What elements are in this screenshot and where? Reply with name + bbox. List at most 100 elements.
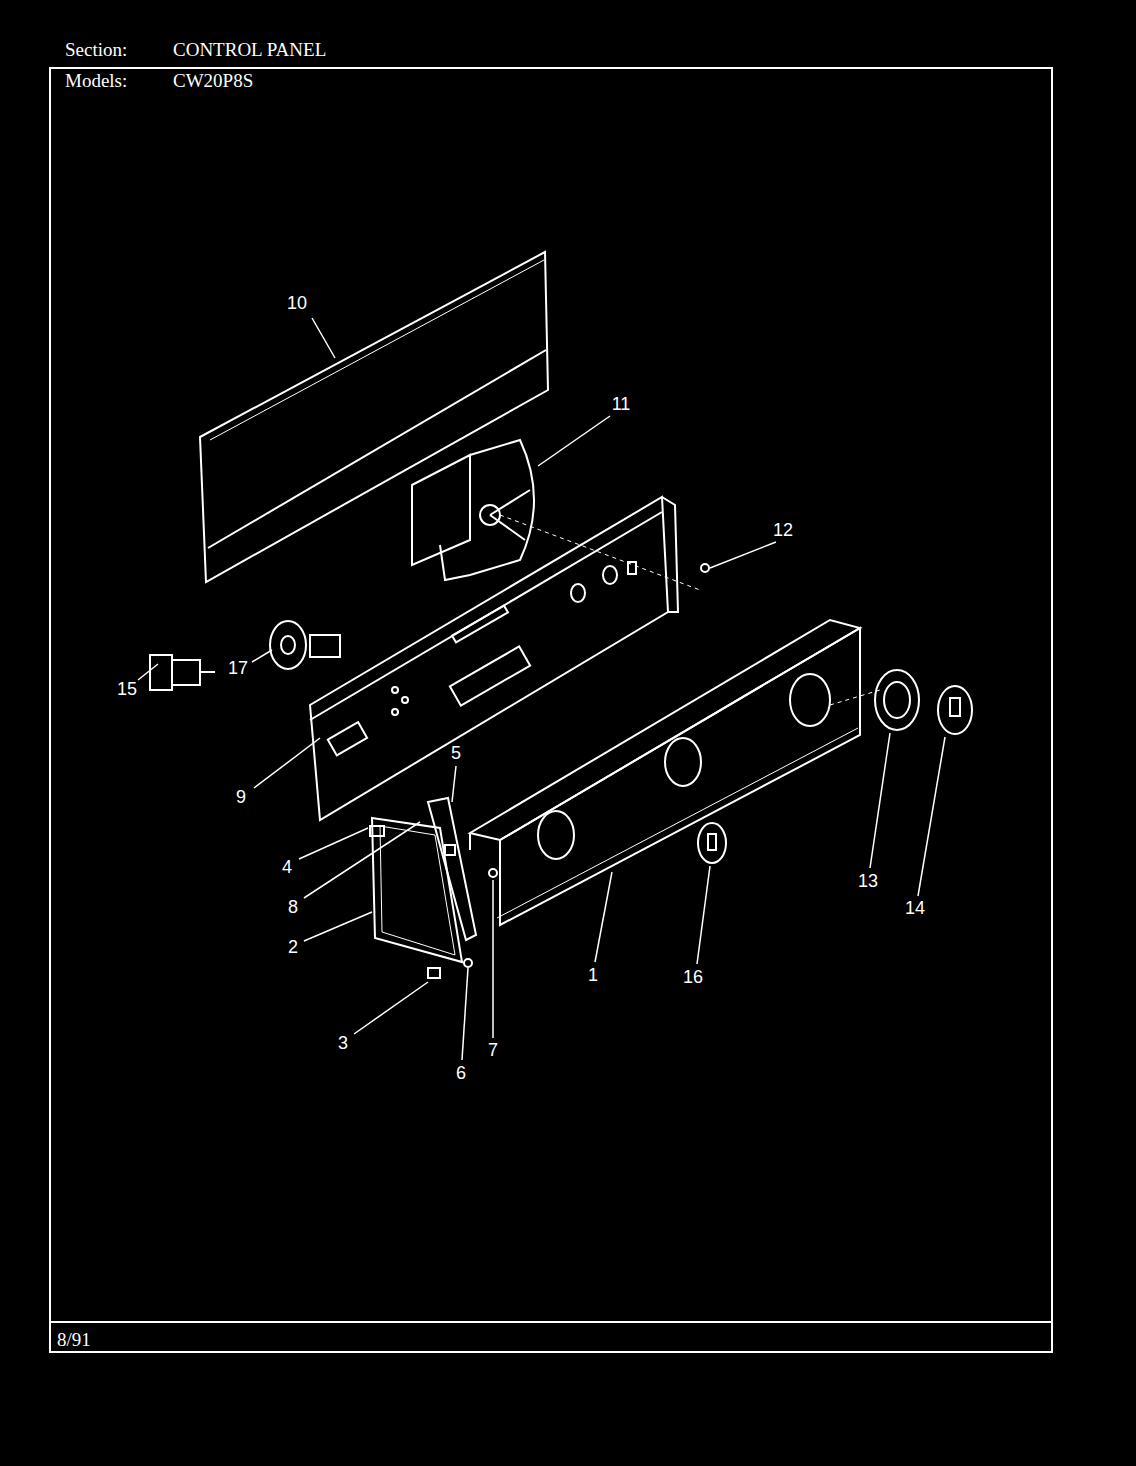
callout-number: 12 — [773, 521, 793, 539]
timer — [490, 490, 530, 515]
leader-lines — [918, 737, 945, 896]
switch — [172, 660, 200, 685]
leader-lines — [462, 968, 468, 1060]
header-text: CONTROL PANEL — [173, 40, 326, 59]
rear-panel — [200, 252, 548, 582]
leader-lines — [312, 318, 335, 358]
control-bracket — [603, 566, 617, 584]
control-bracket — [392, 687, 398, 693]
callout-number: 1 — [588, 966, 598, 984]
callout-number: 10 — [287, 294, 307, 312]
knob — [950, 698, 960, 716]
control-bracket — [392, 709, 398, 715]
leader-lines — [138, 318, 945, 1060]
console — [830, 690, 880, 705]
console — [500, 628, 860, 925]
window-strip — [428, 798, 476, 940]
callout-number: 13 — [858, 872, 878, 890]
leader-lines — [697, 866, 710, 964]
small-knob — [698, 823, 726, 863]
control-bracket — [310, 497, 678, 820]
callout-number: 15 — [117, 680, 137, 698]
leader-lines — [538, 416, 610, 466]
rear-panel — [210, 260, 544, 440]
callout-number: 14 — [905, 899, 925, 917]
header-text: 8/91 — [57, 1330, 91, 1349]
small-knob — [708, 834, 716, 850]
knob — [938, 686, 972, 734]
callout-number: 17 — [228, 659, 248, 677]
header-text: Models: — [65, 71, 127, 90]
rear-panel — [200, 252, 548, 582]
leader-lines — [304, 822, 420, 898]
leader-lines — [710, 542, 776, 568]
window-frame — [372, 818, 462, 962]
leader-lines — [138, 664, 158, 680]
window-frame — [372, 818, 462, 962]
small-parts — [428, 968, 440, 978]
console — [470, 620, 860, 840]
small-parts — [370, 564, 709, 978]
switch — [150, 655, 172, 690]
selector-switch — [270, 621, 340, 669]
callout-number: 2 — [288, 938, 298, 956]
knob-dial — [875, 670, 919, 730]
callout-number: 5 — [451, 744, 461, 762]
switch — [200, 671, 215, 673]
control-bracket — [662, 497, 678, 612]
control-bracket — [402, 697, 408, 703]
header-text: CW20P8S — [173, 71, 253, 90]
callout-number: 4 — [282, 858, 292, 876]
console — [469, 833, 471, 850]
switch — [150, 655, 215, 690]
control-bracket — [310, 512, 662, 720]
small-knob — [698, 823, 726, 863]
control-bracket — [452, 606, 508, 643]
console — [497, 728, 858, 918]
callout-number: 3 — [338, 1034, 348, 1052]
small-parts — [370, 826, 384, 836]
timer — [500, 515, 700, 590]
sheet-frame — [50, 1321, 1052, 1323]
console — [665, 738, 701, 786]
leader-lines — [354, 982, 428, 1034]
rear-panel — [208, 350, 546, 548]
window-strip — [428, 798, 476, 940]
timer — [440, 440, 534, 580]
knob-dial — [884, 682, 910, 718]
console — [790, 674, 830, 726]
timer — [490, 515, 525, 540]
callout-number: 9 — [236, 788, 246, 806]
small-parts — [464, 959, 472, 967]
selector-switch — [281, 636, 295, 654]
small-parts — [489, 869, 497, 877]
leader-lines — [595, 872, 612, 962]
sheet-frame — [50, 68, 1052, 1352]
callout-number: 8 — [288, 898, 298, 916]
header-text: Section: — [65, 40, 127, 59]
leader-lines — [299, 828, 368, 859]
selector-switch — [270, 621, 306, 669]
leader-lines — [254, 738, 320, 788]
console — [470, 620, 880, 925]
window-frame — [445, 845, 455, 855]
sheet-frame — [50, 68, 1052, 1352]
window-frame — [380, 826, 455, 955]
control-bracket — [628, 562, 636, 574]
callout-number: 6 — [456, 1064, 466, 1082]
callout-number: 7 — [488, 1041, 498, 1059]
leader-lines — [304, 912, 372, 941]
callout-number: 11 — [612, 395, 631, 413]
leader-lines — [492, 880, 494, 1038]
leader-lines — [252, 650, 272, 662]
small-parts — [701, 564, 709, 572]
callout-number: 16 — [683, 968, 703, 986]
knob — [938, 686, 972, 734]
knob-dial — [875, 670, 919, 730]
control-bracket — [328, 722, 367, 755]
leader-lines — [452, 766, 456, 802]
selector-switch — [310, 635, 340, 657]
console — [538, 811, 574, 859]
